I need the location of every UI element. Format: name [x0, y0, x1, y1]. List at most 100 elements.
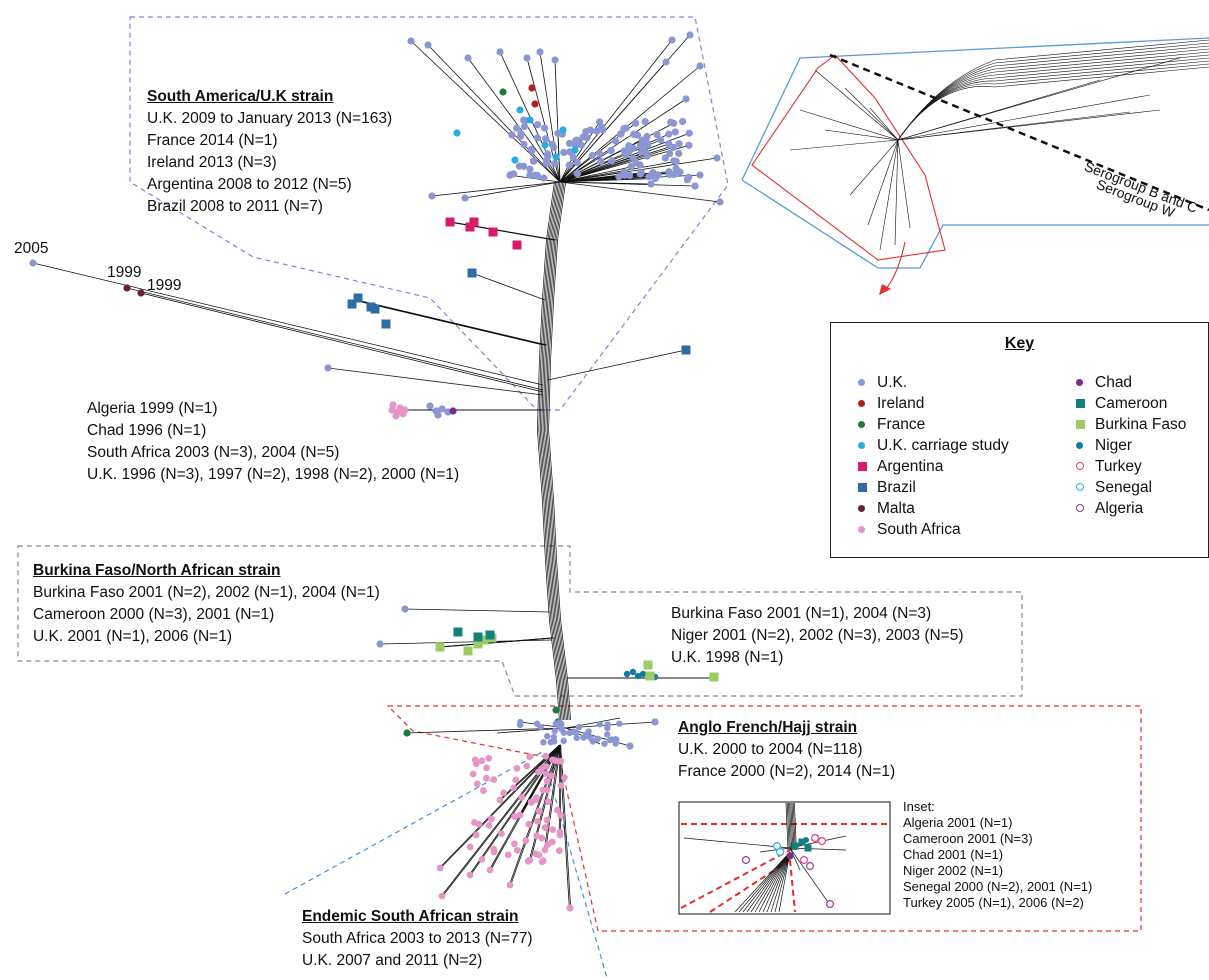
- sample-dot: [29, 259, 37, 267]
- sample-dot: [595, 149, 604, 158]
- square-marker-icon: [1069, 398, 1095, 410]
- inset-note: Inset: Algeria 2001 (N=1) Cameroon 2001 …: [903, 799, 1092, 911]
- sample-dot: [672, 164, 680, 173]
- sample-dot: [533, 134, 542, 142]
- sample-dot: [478, 855, 486, 863]
- cluster-burkina-north-african: Burkina Faso/North African strain Burkin…: [33, 560, 380, 648]
- sample-dot: [498, 830, 505, 838]
- sample-dot: [538, 834, 546, 842]
- inset-niger-dot: [803, 837, 809, 843]
- cluster-line: Brazil 2008 to 2011 (N=7): [147, 198, 323, 215]
- sample-dot: [550, 143, 558, 151]
- sample-dot: [531, 100, 539, 108]
- legend-label: South Africa: [877, 520, 961, 538]
- inset-stem-line: [789, 802, 792, 851]
- inset-tip-line: [879, 139, 899, 251]
- sample-dot: [483, 774, 490, 782]
- branch-line: [559, 65, 701, 183]
- sample-dot: [540, 174, 548, 182]
- branch-line: [508, 744, 560, 886]
- sample-dot: [651, 174, 659, 183]
- inset-arrow-head: [879, 284, 891, 295]
- sample-dot: [665, 168, 673, 176]
- sample-dot: [517, 130, 525, 138]
- sample-dot: [675, 149, 683, 158]
- sample-dot: [662, 58, 670, 66]
- sample-dot: [487, 815, 495, 823]
- sample-dot: [392, 412, 400, 420]
- legend-label: U.K. carriage study: [877, 436, 1009, 454]
- branch-line: [464, 181, 561, 199]
- sample-dot: [496, 48, 504, 56]
- legend-item: Cameroon: [1069, 393, 1186, 414]
- trunk-line: [545, 181, 569, 721]
- sample-dot: [552, 153, 560, 161]
- sample-dot: [403, 729, 411, 737]
- sample-dot: [657, 136, 665, 144]
- sample-dot: [696, 62, 704, 70]
- dot-marker-icon: [851, 440, 877, 452]
- sample-dot: [527, 145, 535, 153]
- inset-stem-line: [790, 802, 794, 851]
- sample-dot: [596, 721, 604, 728]
- ring-marker-icon: [1069, 482, 1095, 494]
- sample-dot: [512, 776, 520, 784]
- sample-dot: [528, 84, 536, 92]
- legend-item: Niger: [1069, 435, 1186, 456]
- sample-square: [381, 319, 391, 329]
- sample-dot: [622, 124, 630, 132]
- sample-dot: [685, 129, 693, 137]
- sample-dot: [683, 176, 691, 184]
- sample-dot: [523, 54, 531, 62]
- legend-label: Algeria: [1095, 499, 1144, 517]
- sample-dot: [541, 824, 549, 831]
- sample-dot: [560, 729, 568, 736]
- sample-dot: [485, 821, 493, 829]
- trunk-line: [546, 181, 570, 721]
- sample-square: [488, 227, 498, 237]
- legend-item: Algeria: [1069, 498, 1186, 519]
- sample-dot: [586, 126, 595, 134]
- sample-dot: [520, 122, 529, 131]
- branch-line: [32, 262, 544, 386]
- branch-line: [500, 744, 561, 801]
- sample-dot: [616, 720, 623, 727]
- sample-dot: [557, 757, 565, 765]
- sample-dot: [534, 121, 542, 129]
- cluster-line: U.K. 1996 (N=3), 1997 (N=2), 1998 (N=2),…: [87, 466, 460, 483]
- sample-dot: [580, 734, 587, 741]
- branch-line: [439, 744, 560, 869]
- sample-dot: [466, 843, 474, 851]
- sample-dot: [588, 151, 596, 160]
- sample-dot: [573, 158, 581, 167]
- sample-dot: [516, 106, 524, 114]
- branch-line: [404, 608, 551, 613]
- cluster-line: South Africa 2003 (N=3), 2004 (N=5): [87, 444, 340, 461]
- inset-red-line: [709, 859, 791, 913]
- sample-dot: [542, 752, 550, 760]
- sample-square: [469, 217, 479, 227]
- sample-dot: [615, 173, 623, 181]
- trunk-line: [544, 181, 567, 721]
- inset-branch-line: [762, 851, 791, 913]
- sample-dot: [612, 137, 620, 145]
- branch-line: [559, 164, 641, 183]
- sample-square: [347, 299, 357, 309]
- sample-dot: [543, 777, 551, 785]
- inset-line: Turkey 2005 (N=1), 2006 (N=2): [903, 895, 1084, 910]
- sample-dot: [544, 152, 552, 160]
- branch-line: [510, 744, 562, 886]
- inset-branch-line: [758, 851, 791, 913]
- trunk-line: [548, 181, 571, 721]
- sample-dot: [685, 141, 693, 149]
- sample-dot: [511, 156, 519, 164]
- branch-line: [560, 744, 572, 909]
- sample-dot: [671, 128, 679, 136]
- inset-branch-line: [766, 851, 791, 913]
- inset-cameroon-square: [791, 842, 799, 850]
- cluster-line: U.K. 2001 (N=1), 2006 (N=1): [33, 628, 233, 645]
- sample-dot: [645, 173, 653, 181]
- sample-dot: [549, 826, 557, 834]
- sample-dot: [436, 864, 444, 872]
- inset-cameroon-square: [804, 844, 812, 852]
